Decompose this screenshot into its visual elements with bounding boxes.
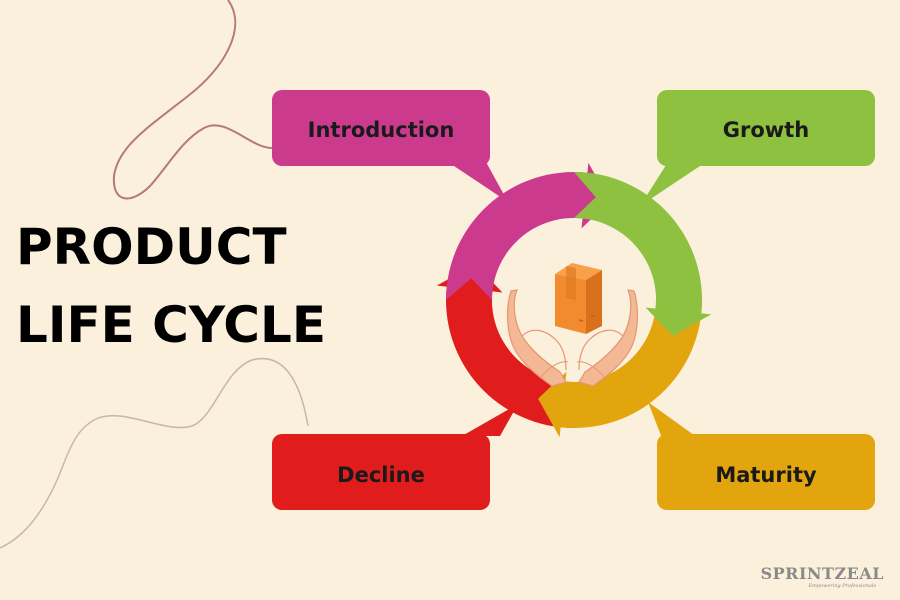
logo-tagline: Empowering Professionals bbox=[807, 583, 876, 589]
ring-segment-introduction bbox=[446, 162, 610, 300]
right-hand-fingers-icon bbox=[578, 329, 624, 371]
stage-introduction: Introduction bbox=[272, 90, 490, 166]
title-line-2: LIFE CYCLE bbox=[16, 296, 326, 354]
logo-wordmark: SPRINTZEAL bbox=[761, 564, 884, 583]
right-hand-icon bbox=[578, 289, 638, 387]
decline-label-box bbox=[272, 434, 490, 510]
stage-decline: Decline bbox=[272, 434, 490, 510]
left-hand-icon bbox=[507, 289, 567, 387]
ring-segment-growth bbox=[574, 172, 712, 336]
decline-label: Decline bbox=[337, 463, 425, 487]
box-tape-icon bbox=[566, 266, 576, 300]
maturity-label-box bbox=[657, 434, 875, 510]
growth-bubble-tail bbox=[640, 162, 706, 206]
decline-bubble-tail bbox=[462, 404, 518, 436]
maturity-label: Maturity bbox=[715, 463, 817, 487]
decorative-line-bottom bbox=[0, 357, 309, 549]
ring-segment-decline bbox=[436, 264, 574, 428]
stage-maturity: Maturity bbox=[657, 434, 875, 510]
cycle-ring bbox=[436, 162, 712, 438]
left-hand-fingers-icon bbox=[521, 329, 567, 371]
box-left-face-icon bbox=[555, 274, 586, 334]
title-line-1: PRODUCT bbox=[16, 218, 287, 276]
introduction-label: Introduction bbox=[308, 118, 455, 142]
introduction-bubble-tail bbox=[448, 162, 508, 202]
maturity-bubble-tail bbox=[648, 402, 698, 438]
growth-label-box bbox=[657, 90, 875, 166]
stage-growth: Growth bbox=[657, 90, 875, 166]
growth-label: Growth bbox=[723, 118, 809, 142]
box-right-face-icon bbox=[586, 270, 602, 334]
decorative-line-top bbox=[112, 0, 273, 200]
sprintzeal-logo: SPRINTZEAL Empowering Professionals bbox=[761, 564, 884, 589]
hands-holding-box-icon bbox=[507, 263, 638, 387]
introduction-label-box bbox=[272, 90, 490, 166]
ring-segment-maturity bbox=[538, 300, 702, 438]
